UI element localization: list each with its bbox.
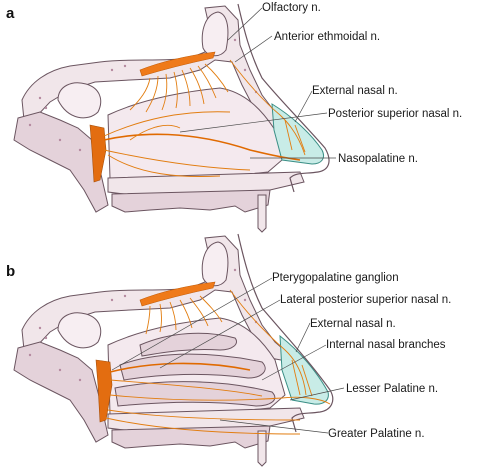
panel-b-middle-turbinate [119,353,266,381]
panel-a-nasal-cartilage [271,103,325,165]
panel-a-pterygopalatine-ganglion [89,124,107,183]
panel-b-olfactory-bulb [139,281,216,307]
label-posterior-superior-nasal-n: Posterior superior nasal n. [328,108,462,120]
panel-b-posterior-bone [13,341,109,443]
panel-a-nerve-branches [103,59,306,177]
panel-a-frontal-sinus [201,11,229,57]
label-lateral-posterior-superior-nasal-n: Lateral posterior superior nasal n. [280,294,451,306]
label-internal-nasal-branches: Internal nasal branches [326,339,446,351]
panel-b-leader-lines [111,277,345,434]
panel-a-posterior-bone [13,111,109,213]
panel-a-skin-profile [237,3,330,193]
panel-a-olfactory-fibers [129,63,229,113]
panel-b-superior-turbinate [139,332,237,357]
panel-a-bone-texture [28,38,258,152]
panel-a-nasal-cavity [107,87,283,181]
panel-a-leader-lines [179,7,336,159]
panel-b-tooth [257,430,267,467]
panel-b-frontal-sinus [201,241,229,287]
panel-b-maxilla [111,425,271,449]
label-external-nasal-n-a: External nasal n. [312,85,398,97]
panel-b: b [6,233,451,467]
panel-a-tooth [257,194,267,233]
panel-a-maxilla [111,189,271,213]
panel-b-nasal-cartilage [279,334,329,405]
panel-b-skin-profile [237,233,334,433]
panel-a-letter: a [6,5,15,22]
label-pterygopalatine-ganglion: Pterygopalatine ganglion [272,272,399,284]
panel-b-sphenoid-sinus [57,312,102,349]
panel-b-nerve-branches [105,289,331,435]
panel-a-sphenoid-sinus [57,82,102,119]
label-greater-palatine-n: Greater Palatine n. [328,428,425,440]
panel-b-bone-texture [28,268,258,382]
label-anterior-ethmoidal-n: Anterior ethmoidal n. [274,31,380,43]
label-external-nasal-n-b: External nasal n. [310,318,396,330]
panel-b-letter: b [6,263,15,280]
label-olfactory-n: Olfactory n. [262,2,321,14]
panel-a: a [6,2,462,233]
panel-a-olfactory-bulb [139,51,216,77]
panel-b-pterygopalatine-ganglion [95,359,113,423]
panel-b-olfactory-fibers [145,295,223,335]
label-lesser-palatine-n: Lesser Palatine n. [346,383,438,395]
label-nasopalatine-n: Nasopalatine n. [338,153,418,165]
